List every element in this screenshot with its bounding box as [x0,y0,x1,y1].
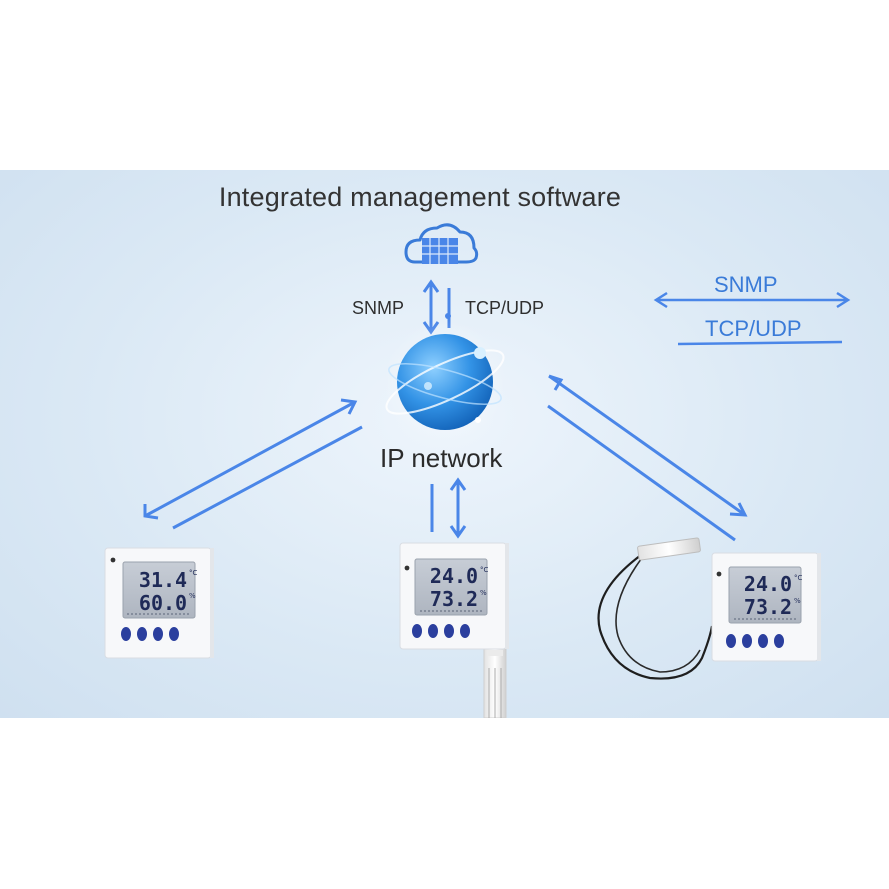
button-3[interactable] [758,634,768,648]
button-1[interactable] [121,627,131,641]
humidity-unit: % [794,597,801,605]
humidity-unit: % [189,592,196,600]
temperature-reading: 31.4 [139,568,187,592]
legend-tcp-line [677,340,843,346]
legend-snmp-arrow [653,291,851,309]
button-3[interactable] [444,624,454,638]
center-down-arrows [430,477,467,539]
temperature-unit: °C [189,569,198,577]
diagram-canvas: 31.4 °C 60.0 % 24.0 °C 73.2 % [104,223,851,718]
humidity-unit: % [480,589,487,597]
button-2[interactable] [428,624,438,638]
page-title: Integrated management software [218,182,622,212]
cloud-server-icon [404,223,479,264]
humidity-reading: 60.0 [139,591,187,615]
ip-network-label: IP network [380,443,503,473]
button-3[interactable] [153,627,163,641]
tcp-udp-label: TCP/UDP [465,298,545,318]
temperature-unit: °C [480,566,489,574]
humidity-reading: 73.2 [430,587,478,611]
button-2[interactable] [137,627,147,641]
center-probe [483,647,507,718]
sensor-device-left: 31.4 °C 60.0 % [104,547,214,659]
lcd-screen [122,561,196,619]
legend-tcp-udp-label: TCP/UDP [705,316,802,341]
snmp-label: SNMP [352,298,405,318]
button-4[interactable] [774,634,784,648]
button-1[interactable] [726,634,736,648]
indicator-light [110,557,116,563]
sensor-device-center: 24.0 °C 73.2 % [399,542,509,650]
probe-cable [597,537,714,680]
legend-snmp-label: SNMP [714,272,778,297]
data-dot-icon [445,313,451,319]
temperature-reading: 24.0 [744,572,792,596]
globe-network-icon [383,320,507,444]
button-2[interactable] [742,634,752,648]
lcd-screen [728,566,802,624]
indicator-light [404,565,410,571]
lcd-screen [414,558,488,616]
temperature-unit: °C [794,574,803,582]
indicator-light [716,571,722,577]
button-1[interactable] [412,624,422,638]
temperature-reading: 24.0 [430,564,478,588]
diagram-panel: 31.4 °C 60.0 % 24.0 °C 73.2 % [0,170,889,718]
right-link-arrows [547,374,748,542]
left-link-arrows [143,398,363,530]
humidity-reading: 73.2 [744,595,792,619]
sensor-device-right: 24.0 °C 73.2 % [711,552,821,662]
button-4[interactable] [169,627,179,641]
button-4[interactable] [460,624,470,638]
